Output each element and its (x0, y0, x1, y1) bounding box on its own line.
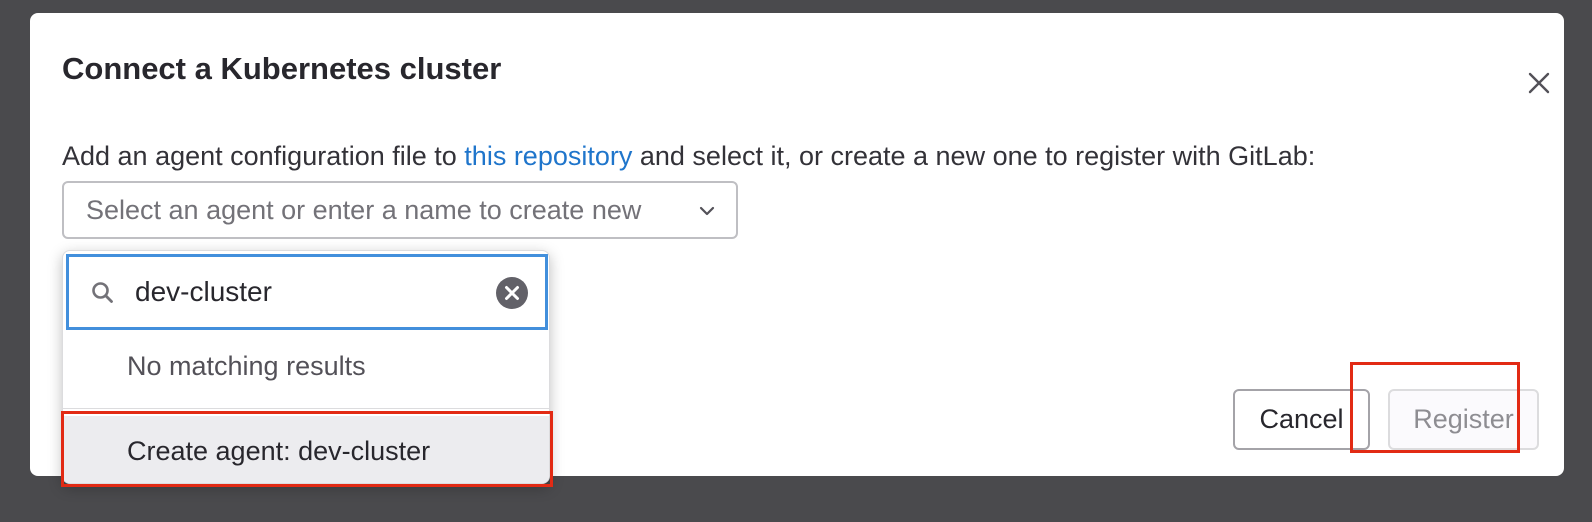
cancel-button[interactable]: Cancel (1233, 389, 1370, 450)
register-button[interactable]: Register (1388, 389, 1539, 450)
dropdown-divider (63, 408, 549, 409)
search-input[interactable] (135, 269, 475, 315)
close-button[interactable] (1524, 68, 1554, 98)
create-agent-label: Create agent: dev-cluster (127, 436, 431, 466)
search-icon (92, 282, 113, 303)
repository-link[interactable]: this repository (464, 141, 633, 171)
modal-title: Connect a Kubernetes cluster (62, 51, 502, 86)
no-results-text: No matching results (127, 351, 366, 381)
create-agent-option[interactable]: Create agent: dev-cluster (63, 416, 549, 483)
agent-select-dropdown[interactable]: Select an agent or enter a name to creat… (62, 181, 738, 239)
clear-icon[interactable] (496, 277, 528, 309)
instructions-text: Add an agent configuration file to this … (62, 139, 1315, 173)
chevron-down-icon (699, 206, 715, 216)
close-icon (1528, 72, 1550, 94)
instructions-after: and select it, or create a new one to re… (632, 141, 1316, 171)
agent-select-label: Select an agent or enter a name to creat… (86, 194, 642, 225)
agent-dropdown-menu: No matching results Create agent: dev-cl… (62, 250, 550, 484)
instructions-before: Add an agent configuration file to (62, 141, 465, 171)
search-box (66, 254, 548, 330)
